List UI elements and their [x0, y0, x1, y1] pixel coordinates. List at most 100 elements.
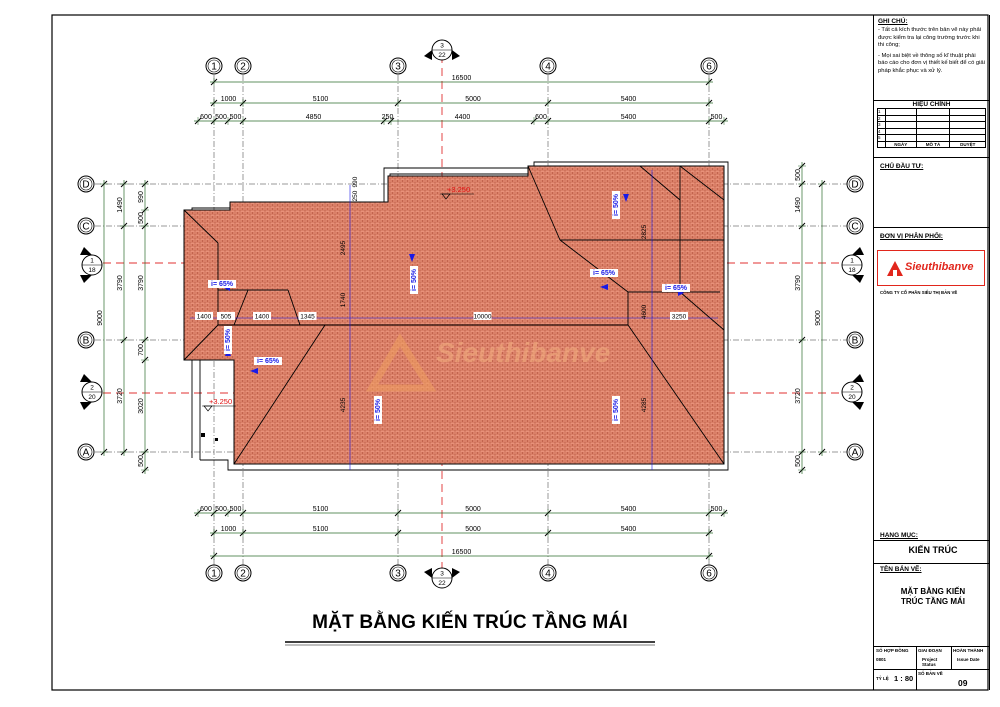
- dim-label: 5100: [313, 506, 329, 513]
- dim-label: 3790: [117, 275, 124, 291]
- notes-label: GHI CHÚ:: [878, 18, 908, 25]
- inner-dim-v-label: 4600: [641, 304, 648, 319]
- level-mark: +3.250: [440, 185, 474, 200]
- drawing-title-block: MẶT BẰNG KIẾN TRÚC TẦNG MÁI: [285, 612, 655, 646]
- svg-text:A: A: [83, 448, 90, 459]
- svg-text:1: 1: [211, 62, 217, 73]
- sheet-frame: [51, 14, 989, 691]
- revision-row: 2: [877, 114, 986, 122]
- dim-label: 500: [795, 169, 802, 181]
- info-grid: SỐ HỢP ĐỒNG 0801 GIAI ĐOẠN Project Statu…: [874, 647, 989, 690]
- svg-text:2: 2: [850, 385, 854, 392]
- inner-dim-label: 1400: [197, 314, 212, 321]
- watermark: Sieuthibanve: [365, 333, 610, 392]
- inner-dim-label: 1400: [255, 314, 270, 321]
- slope-label: i= 65%: [662, 284, 690, 292]
- scale-value: 1 : 80: [894, 674, 914, 683]
- grid-bubble-left-A: A: [77, 443, 95, 461]
- dim-label: 1000: [221, 526, 237, 533]
- svg-text:6: 6: [706, 62, 712, 73]
- inner-dim-label: 10000: [473, 314, 491, 321]
- house-logo-icon: [887, 261, 903, 276]
- dim-label: 500: [138, 455, 145, 467]
- dim-label: 500: [137, 0, 149, 2]
- dim-label: 3720: [117, 388, 124, 404]
- dim-label: 5400: [621, 96, 637, 103]
- drawing-name-1: MẶT BẰNG KIẾN: [900, 587, 966, 596]
- scale-label: TỶ LỆ: [876, 676, 889, 681]
- section-mark-top: 322: [424, 39, 460, 61]
- dim-label: 3020: [138, 398, 145, 414]
- misc-markers: [201, 433, 218, 441]
- svg-text:18: 18: [848, 267, 856, 274]
- dim-label: 9000: [97, 310, 104, 326]
- svg-text:i= 50%: i= 50%: [613, 193, 620, 216]
- svg-text:2: 2: [240, 62, 246, 73]
- dim-label: 16500: [452, 75, 472, 82]
- svg-text:B: B: [852, 336, 859, 347]
- dim-label: 700: [138, 344, 145, 356]
- svg-text:D: D: [851, 180, 858, 191]
- slope-label: i= 65%: [254, 357, 282, 365]
- svg-text:i= 50%: i= 50%: [225, 328, 232, 351]
- phase-value: Project Status: [922, 657, 938, 667]
- grid-bubble-right-D: D: [846, 175, 864, 193]
- section-mark-right-2: 220: [841, 374, 864, 410]
- svg-text:1: 1: [850, 258, 854, 265]
- slope-label: i= 50%: [612, 396, 620, 424]
- dim-label: 5400: [621, 526, 637, 533]
- dim-label: 500: [138, 212, 145, 224]
- sheet-number: 09: [958, 678, 968, 688]
- inner-dim-v-label: 990: [352, 176, 359, 187]
- slope-label: i= 65%: [208, 280, 236, 288]
- svg-text:20: 20: [88, 394, 96, 401]
- note-2: - Mọi sai biệt về thông số kĩ thuật phải…: [878, 52, 985, 74]
- dim-label: 500: [215, 114, 227, 121]
- inner-dim-bg: [298, 312, 317, 320]
- grid-bubble-bottom-6: 6: [700, 564, 718, 582]
- svg-text:4: 4: [545, 569, 551, 580]
- grid-bubble-left-D: D: [77, 175, 95, 193]
- svg-text:2: 2: [90, 385, 94, 392]
- svg-text:18: 18: [88, 267, 96, 274]
- section-mark-left-1: 118: [80, 247, 103, 283]
- grid-bubble-left-C: C: [77, 217, 95, 235]
- dim-label: 500: [711, 506, 723, 513]
- svg-text:+3.250: +3.250: [447, 185, 470, 194]
- done-value: Issue Date: [957, 657, 980, 662]
- dim-left-total: 9000: [97, 180, 108, 456]
- grid-bubble-bottom-1: 1: [205, 564, 223, 582]
- inner-dim-bg: [670, 312, 688, 320]
- svg-text:D: D: [82, 180, 89, 191]
- drawing-title: MẶT BẰNG KIẾN TRÚC TẦNG MÁI: [312, 612, 628, 633]
- contract-label: SỐ HỢP ĐỒNG: [876, 648, 909, 653]
- svg-text:C: C: [851, 222, 858, 233]
- inner-dim-bg: [253, 312, 271, 320]
- svg-text:i= 65%: i= 65%: [211, 281, 234, 288]
- dim-label: 500: [795, 455, 802, 467]
- drawing-name-2: TRÚC TẦNG MÁI: [901, 597, 965, 606]
- dim-bottom-total: 16500: [210, 549, 713, 560]
- slope-label: i= 50%: [612, 191, 620, 219]
- svg-text:i= 65%: i= 65%: [665, 285, 688, 292]
- svg-text:i= 65%: i= 65%: [593, 270, 616, 277]
- svg-text:20: 20: [848, 394, 856, 401]
- dim-label: 1000: [221, 96, 237, 103]
- svg-text:3: 3: [395, 569, 401, 580]
- grid-bubble-bottom-3: 3: [389, 564, 407, 582]
- grid-bubble-bottom-4: 4: [539, 564, 557, 582]
- svg-text:i= 50%: i= 50%: [411, 268, 418, 291]
- dim-label: 5000: [465, 506, 481, 513]
- inner-dim-label: 3250: [672, 314, 687, 321]
- svg-text:i= 50%: i= 50%: [375, 398, 382, 421]
- distributor-section: ĐƠN VỊ PHÂN PHỐI: Sieuthibanve CÔNG TY C…: [877, 233, 986, 295]
